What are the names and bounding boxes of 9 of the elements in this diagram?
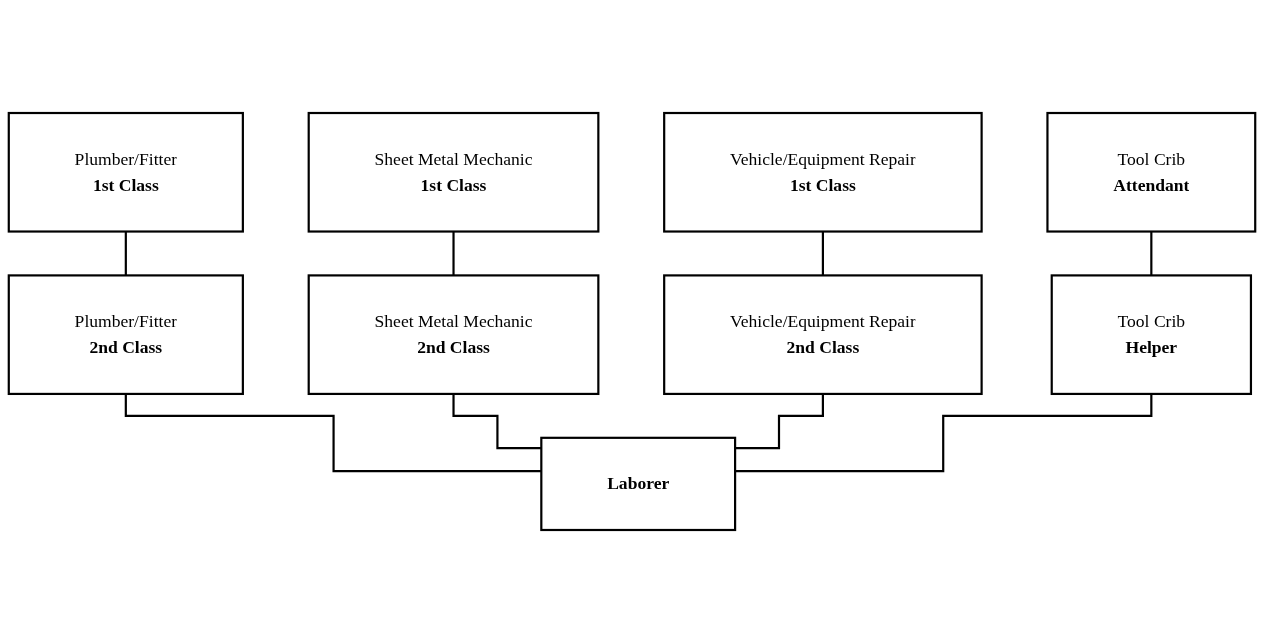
node-box: Vehicle/Equipment Repair 2nd Class [663,274,983,395]
node-box: Vehicle/Equipment Repair 1st Class [663,111,983,233]
node-box: Laborer [540,436,737,532]
node-box: Tool Crib Attendant [1046,111,1257,233]
node-box: Tool Crib Helper [1050,274,1253,395]
node-box: Plumber/Fitter 2nd Class [7,274,244,395]
node-box: Plumber/Fitter 1st Class [7,111,244,233]
node-box: Sheet Metal Mechanic 2nd Class [307,274,600,395]
node-box: Sheet Metal Mechanic 1st Class [307,111,600,233]
